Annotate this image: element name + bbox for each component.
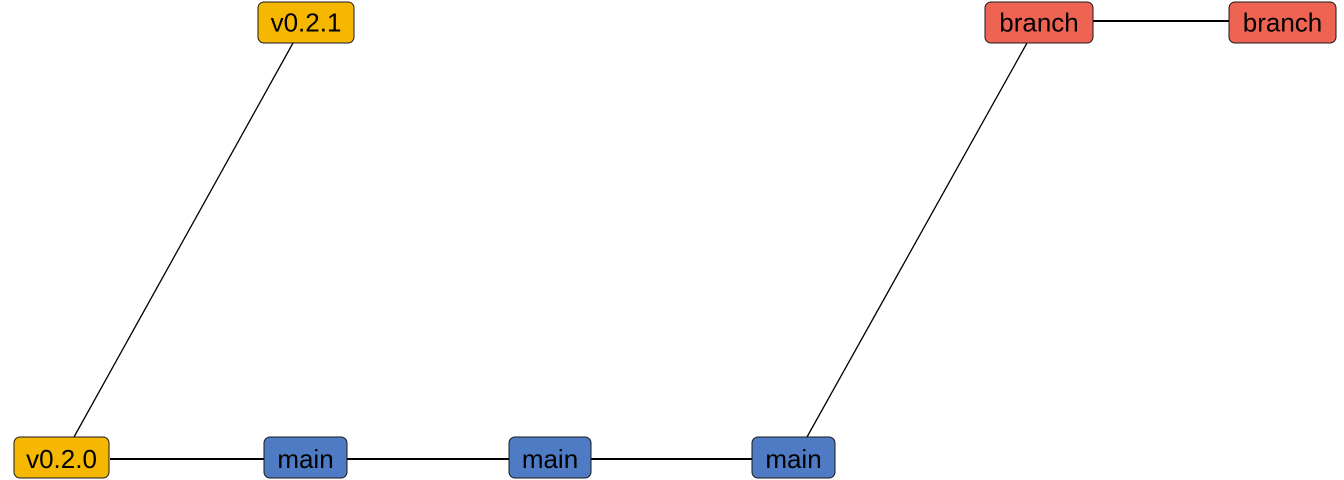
node-label: branch (1243, 8, 1323, 38)
node-box (751, 436, 836, 479)
node-main-2[interactable]: main (508, 436, 592, 479)
node-label: branch (999, 8, 1079, 38)
node-box (508, 436, 592, 479)
edge-main3-branch1 (806, 42, 1028, 438)
node-box (1228, 1, 1337, 44)
node-box (257, 1, 355, 44)
node-branch-1[interactable]: branch (984, 1, 1094, 44)
node-main-3[interactable]: main (751, 436, 836, 479)
node-label: main (522, 444, 578, 474)
node-main-1[interactable]: main (263, 436, 348, 479)
node-box (13, 436, 110, 479)
node-tag-v0-2-1[interactable]: v0.2.1 (257, 1, 355, 44)
node-label: v0.2.1 (271, 8, 342, 38)
node-label: main (277, 444, 333, 474)
edge-v020-v021 (73, 42, 294, 438)
node-tag-v0-2-0[interactable]: v0.2.0 (13, 436, 110, 479)
node-box (263, 436, 348, 479)
node-label: v0.2.0 (26, 444, 97, 474)
node-branch-2[interactable]: branch (1228, 1, 1337, 44)
node-box (984, 1, 1094, 44)
node-label: main (765, 444, 821, 474)
